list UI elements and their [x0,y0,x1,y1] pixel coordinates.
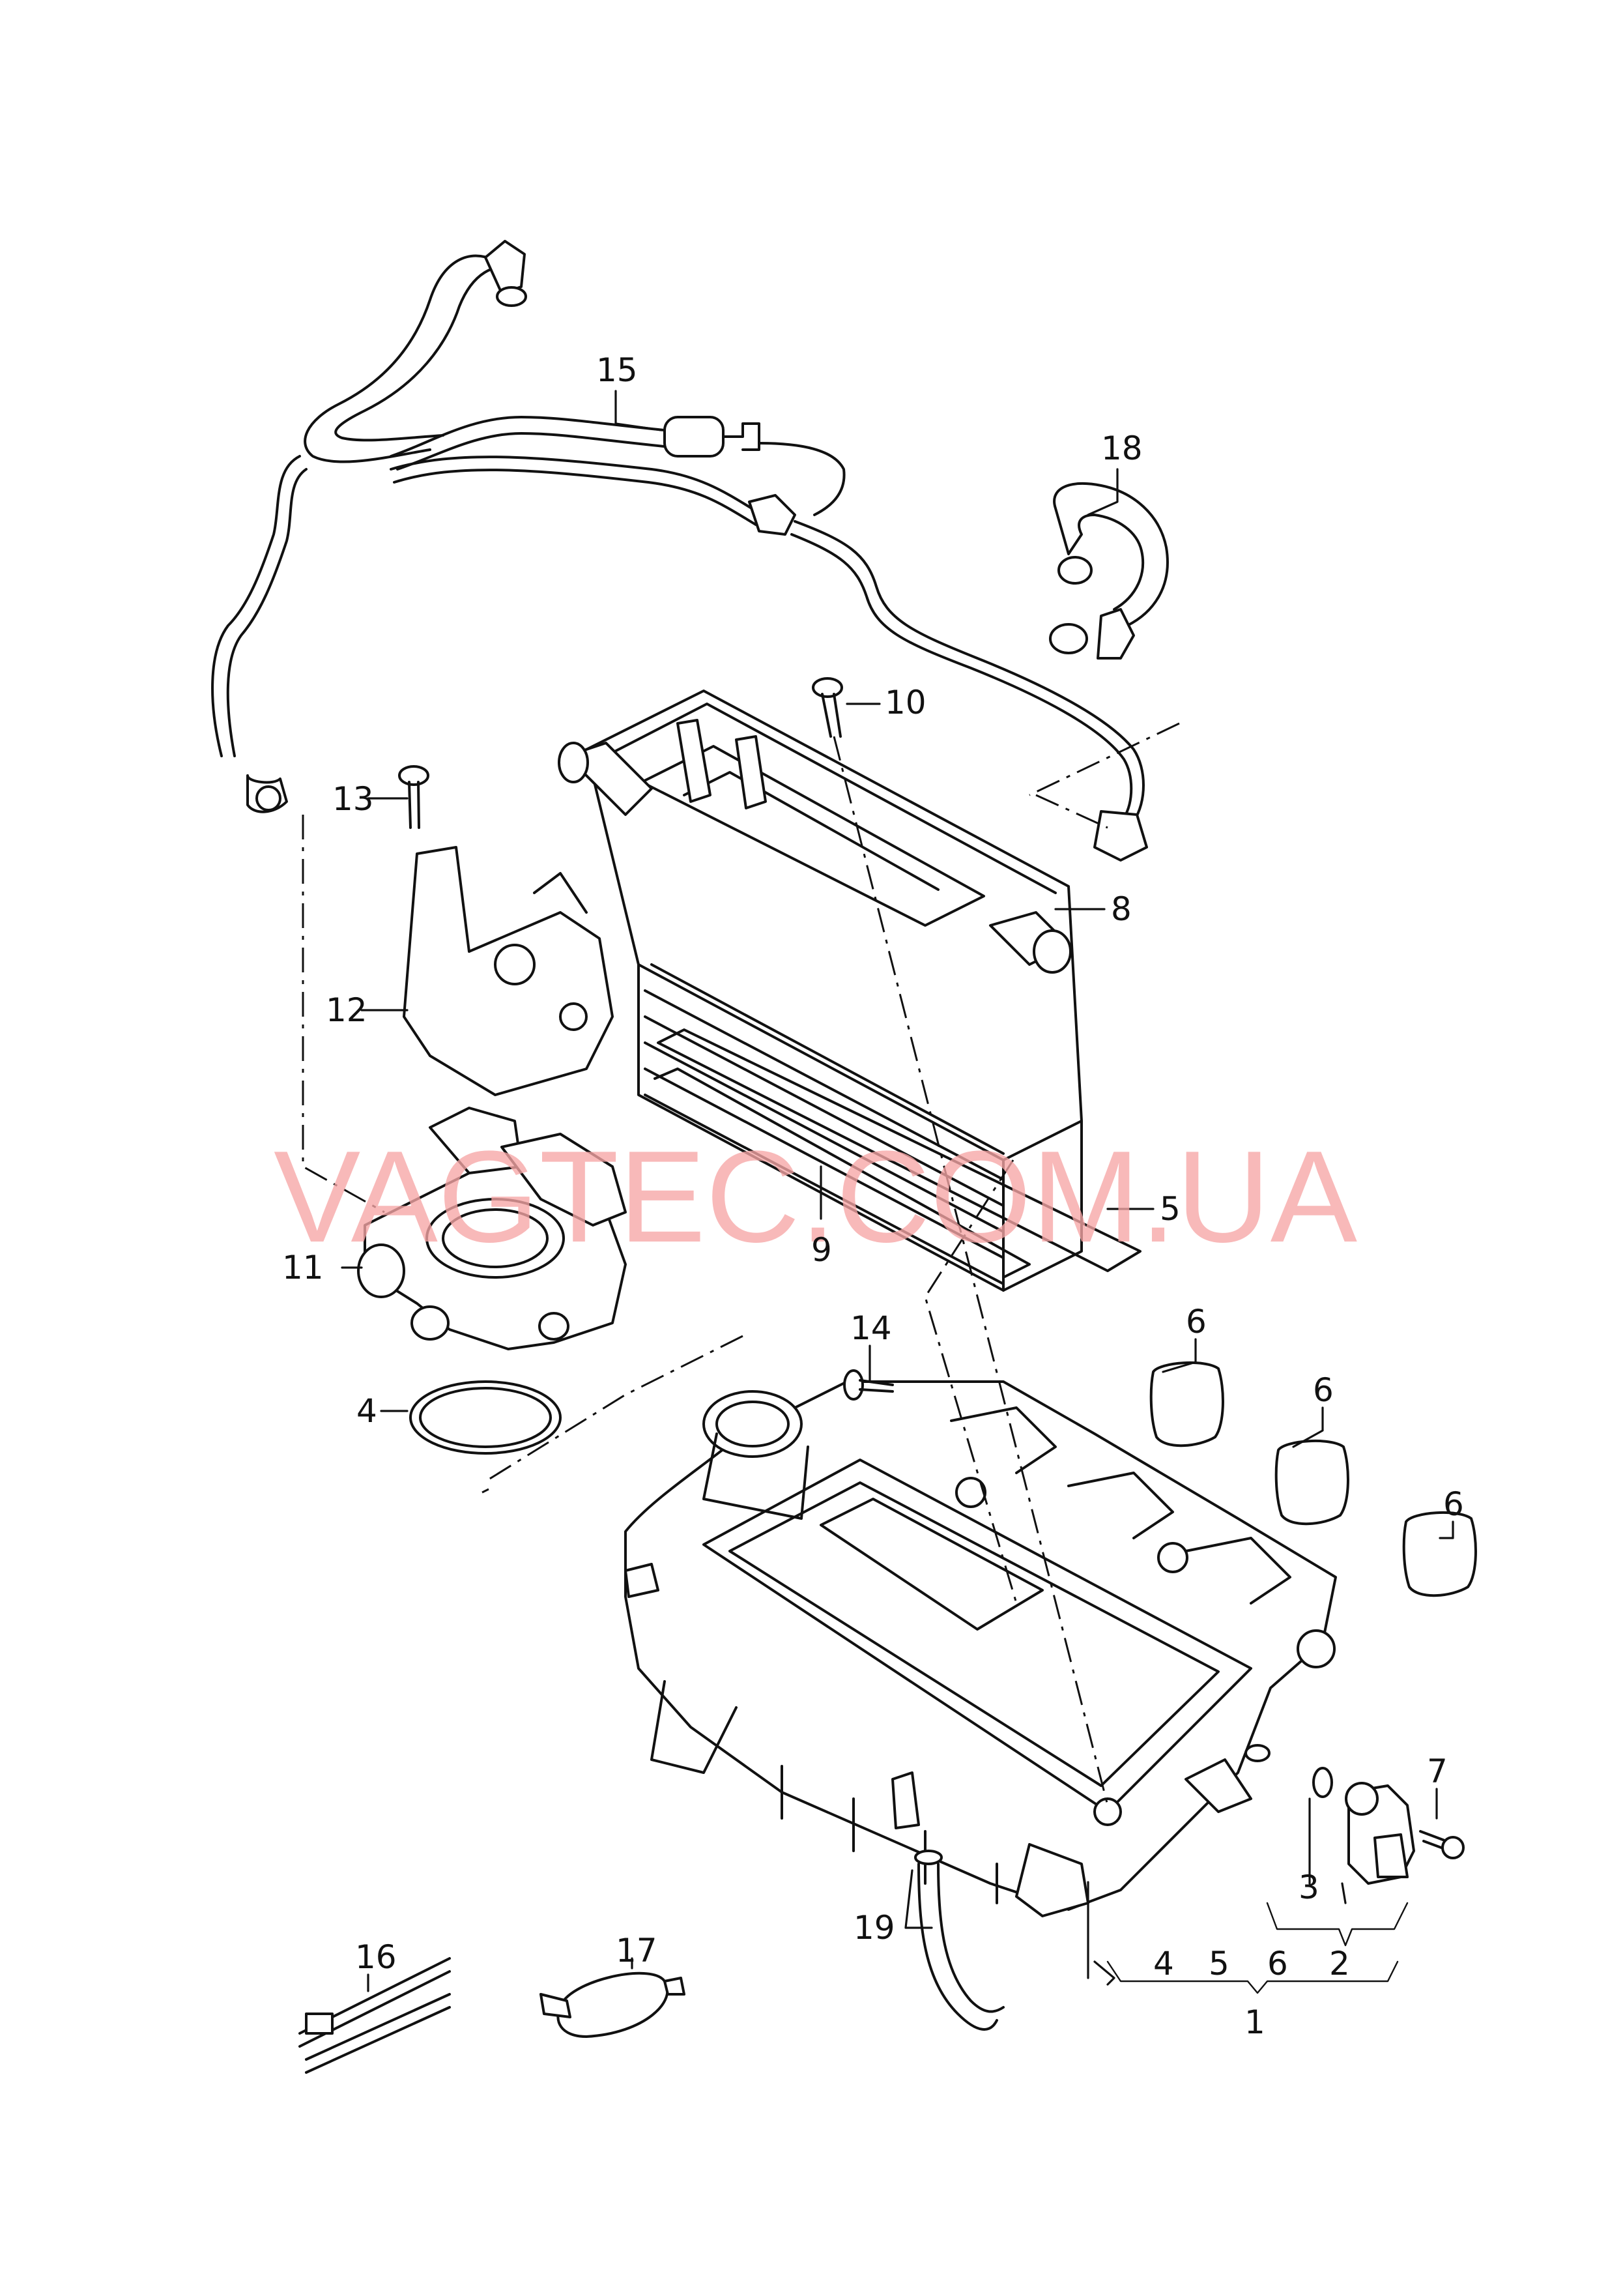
drain-hose-19 [914,1850,1005,2031]
callout-6b: 6 [1313,1371,1334,1409]
o-ring [409,1380,562,1455]
callout-17: 17 [616,1932,657,1969]
assembly-group-labels: 4 5 6 [1153,1945,1288,1983]
callout-2: 2 [1329,1945,1350,1983]
callout-16: 16 [355,1938,397,1976]
bracket-flange [403,846,614,1096]
callout-10: 10 [885,684,926,721]
port-gaskets [1149,1361,1477,1597]
group-label-4: 4 [1153,1945,1174,1983]
intake-manifold [624,1380,1337,1917]
o-ring-3 [1312,1767,1333,1798]
bolt-14 [843,1369,894,1401]
clamp-17 [539,1971,685,2038]
callout-6a: 6 [1186,1303,1207,1341]
callout-14: 14 [850,1309,892,1347]
charge-air-cooler [558,690,1083,1292]
callout-8: 8 [1111,890,1132,928]
cable-tie-16 [298,1957,451,2074]
callout-9: 9 [811,1231,832,1269]
callout-12: 12 [326,991,367,1029]
callout-3: 3 [1299,1868,1319,1906]
callout-1: 1 [1244,2003,1265,2041]
callout-13: 13 [332,780,374,818]
reference-lines [302,722,1180,1806]
callout-4: 4 [356,1392,377,1430]
cooler-gasket [654,1028,1142,1279]
callouts: 15 18 10 13 8 12 5 9 11 14 6 6 6 4 7 3 1… [282,351,1464,2041]
callout-7: 7 [1427,1752,1448,1790]
screw-7 [1419,1830,1465,1859]
bolt-13 [398,765,429,829]
leader-lines [341,390,1454,1994]
sensor-2 [1345,1782,1415,1885]
callout-5: 5 [1160,1190,1181,1228]
callout-19: 19 [854,1909,895,1947]
vent-hose [1049,482,1169,660]
group-label-6: 6 [1267,1945,1288,1983]
watermark: VAGTEC.COM.UA [274,1124,1358,1270]
vacuum-hose-assembly [211,240,1148,862]
callout-11: 11 [282,1249,324,1286]
callout-6c: 6 [1443,1485,1464,1523]
group-label-5: 5 [1209,1945,1229,1983]
callout-15: 15 [596,351,638,389]
throttle-body [357,1107,627,1350]
bolt-10 [812,677,843,738]
callout-18: 18 [1101,429,1143,467]
